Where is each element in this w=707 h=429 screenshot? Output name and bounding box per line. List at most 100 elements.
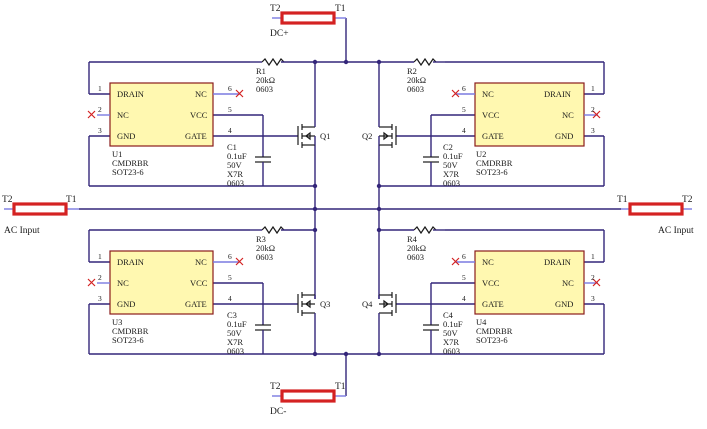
capacitor-dielectric: X7R <box>443 169 459 179</box>
mosfet-ref: Q4 <box>362 299 373 309</box>
pin-number: 2 <box>591 105 595 114</box>
ac-input-right-label: AC Input <box>658 226 694 236</box>
capacitor-value: 0.1uF <box>227 319 247 329</box>
chip-package: SOT23-6 <box>112 167 144 177</box>
resistor-package: 0603 <box>407 84 424 94</box>
capacitor-voltage: 50V <box>443 160 459 170</box>
terminal-label-t2: T2 <box>682 195 693 205</box>
resistor-ref: R3 <box>256 234 266 244</box>
pin-number: 5 <box>462 105 466 114</box>
pin-number: 1 <box>591 84 595 93</box>
chip-package: SOT23-6 <box>476 335 508 345</box>
capacitor-value: 0.1uF <box>443 319 463 329</box>
resistor-r4-symbol <box>413 225 437 235</box>
pin-number: 4 <box>228 126 232 135</box>
chip-part: CMDRBR <box>476 158 513 168</box>
pin-label-nc: NC <box>562 278 574 288</box>
quadrant-top-left <box>87 57 316 187</box>
pin-label-vcc: VCC <box>482 278 500 288</box>
pin-label-drain: DRAIN <box>117 89 144 99</box>
pin-number: 5 <box>228 105 232 114</box>
pin-number: 3 <box>98 294 102 303</box>
resistor-ref: R2 <box>407 66 417 76</box>
resistor-package: 0603 <box>407 252 424 262</box>
terminal-label-t2: T2 <box>2 195 13 205</box>
pin-number: 3 <box>591 294 595 303</box>
pin-label-gate: GATE <box>185 131 207 141</box>
pin-label-nc: NC <box>482 257 494 267</box>
pin-label-nc: NC <box>117 278 129 288</box>
terminal-label-t2: T2 <box>270 4 281 14</box>
pin-number: 3 <box>591 126 595 135</box>
pin-number: 5 <box>228 273 232 282</box>
labels-u2: NC VCC GATE DRAIN NC GND 6 5 4 1 2 3 U2 … <box>362 66 595 188</box>
chip-u3 <box>109 250 214 315</box>
pin-label-nc: NC <box>562 110 574 120</box>
pin-number: 1 <box>98 252 102 261</box>
pin-label-nc: NC <box>195 257 207 267</box>
pin-label-gnd: GND <box>117 131 135 141</box>
pin-label-gnd: GND <box>555 299 573 309</box>
pin-number: 6 <box>228 84 232 93</box>
capacitor-voltage: 50V <box>227 328 243 338</box>
mosfet-ref: Q3 <box>320 299 330 309</box>
capacitor-dielectric: X7R <box>227 169 243 179</box>
terminal-label-t2: T2 <box>270 382 281 392</box>
terminal-label-t1: T1 <box>66 195 77 205</box>
pin-number: 4 <box>228 294 232 303</box>
pin-label-gnd: GND <box>117 299 135 309</box>
resistor-value: 20kΩ <box>407 75 426 85</box>
resistor-value: 20kΩ <box>407 243 426 253</box>
pin-label-drain: DRAIN <box>544 257 571 267</box>
terminal-dc-plus: T2 T1 DC+ <box>270 4 346 39</box>
quadrant-bottom-right <box>378 225 605 355</box>
capacitor-package: 0603 <box>443 346 460 356</box>
resistor-r1-symbol <box>261 57 285 67</box>
labels-u4: NC VCC GATE DRAIN NC GND 6 5 4 1 2 3 U4 … <box>362 234 595 356</box>
mosfet-ref: Q2 <box>362 131 372 141</box>
capacitor-voltage: 50V <box>443 328 459 338</box>
resistor-r3-symbol <box>261 225 285 235</box>
pin-number: 6 <box>462 84 466 93</box>
chip-ref: U4 <box>476 317 487 327</box>
pin-number: 4 <box>462 126 466 135</box>
pin-number: 6 <box>462 252 466 261</box>
pin-label-nc: NC <box>482 89 494 99</box>
chip-part: CMDRBR <box>112 158 149 168</box>
dc-plus-label: DC+ <box>270 29 289 39</box>
pin-label-gnd: GND <box>555 131 573 141</box>
capacitor-ref: C4 <box>443 310 454 320</box>
pin-label-vcc: VCC <box>190 278 208 288</box>
pin-number: 2 <box>591 273 595 282</box>
resistor-ref: R4 <box>407 234 418 244</box>
chip-ref: U3 <box>112 317 122 327</box>
capacitor-package: 0603 <box>443 178 460 188</box>
capacitor-package: 0603 <box>227 178 244 188</box>
pin-label-vcc: VCC <box>482 110 500 120</box>
pin-number: 4 <box>462 294 466 303</box>
capacitor-dielectric: X7R <box>443 337 459 347</box>
capacitor-package: 0603 <box>227 346 244 356</box>
quadrant-top-right <box>378 57 605 187</box>
capacitor-ref: C3 <box>227 310 237 320</box>
dc-minus-label: DC- <box>270 407 286 417</box>
pin-number: 5 <box>462 273 466 282</box>
terminal-ac-left: T2 T1 AC Input <box>2 195 79 236</box>
bus-wires <box>79 18 621 396</box>
chip-package: SOT23-6 <box>112 335 144 345</box>
chip-u2 <box>474 82 585 147</box>
pin-number: 2 <box>98 273 102 282</box>
terminal-dc-minus: T2 T1 DC- <box>270 382 346 417</box>
pin-number: 1 <box>98 84 102 93</box>
pin-label-nc: NC <box>195 89 207 99</box>
terminal-label-t1: T1 <box>335 4 346 14</box>
mosfet-ref: Q1 <box>320 131 330 141</box>
capacitor-value: 0.1uF <box>443 151 463 161</box>
chip-part: CMDRBR <box>112 326 149 336</box>
chip-ref: U2 <box>476 149 486 159</box>
chip-part: CMDRBR <box>476 326 513 336</box>
pin-label-gate: GATE <box>185 299 207 309</box>
capacitor-voltage: 50V <box>227 160 243 170</box>
labels-u3: DRAIN NC GND NC VCC GATE 1 2 3 6 5 4 U3 … <box>98 234 330 356</box>
